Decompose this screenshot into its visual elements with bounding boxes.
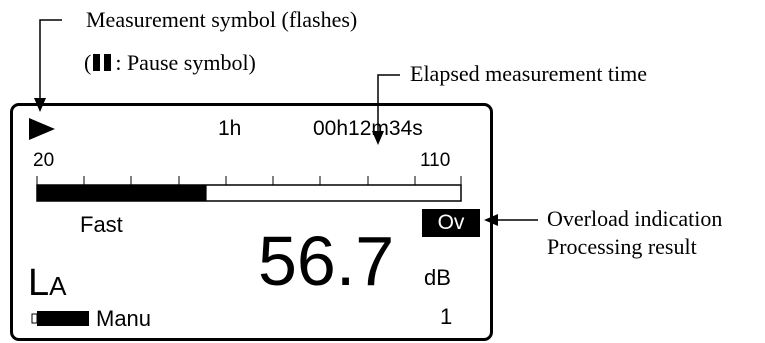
processing-result-callout: Processing result xyxy=(547,234,697,259)
range-mode: Manu xyxy=(96,306,152,331)
frequency-weighting-main: L xyxy=(28,262,50,304)
unit-label: dB xyxy=(424,265,451,290)
measurement-period: 1h xyxy=(218,117,242,140)
main-reading: 56.7 xyxy=(258,222,395,300)
bar-fill xyxy=(37,185,207,201)
pause-icon xyxy=(93,54,113,71)
level-bar-graph xyxy=(36,176,462,202)
overload-callout: Overload indication xyxy=(547,206,723,231)
elapsed-time-arrowhead xyxy=(372,131,384,145)
measurement-symbol-callout: Measurement symbol (flashes) xyxy=(86,7,358,32)
time-weighting: Fast xyxy=(80,212,123,237)
pause-callout-open: ( xyxy=(84,50,92,75)
pause-callout-text: : Pause symbol) xyxy=(115,50,256,75)
pause-symbol-callout: ( : Pause symbol) xyxy=(84,50,256,76)
overload-badge: Ov xyxy=(422,209,480,237)
scale-max-label: 110 xyxy=(420,150,451,171)
scale-min-label: 20 xyxy=(33,150,55,171)
frequency-weighting: LA xyxy=(28,263,66,311)
play-icon xyxy=(29,118,55,140)
elapsed-time-readout: 00h12m34s xyxy=(313,117,423,140)
frequency-weighting-sub: A xyxy=(49,271,67,301)
elapsed-time-callout: Elapsed measurement time xyxy=(410,61,648,86)
elapsed-time-leader xyxy=(377,74,400,136)
channel-number: 1 xyxy=(440,304,453,329)
battery-icon xyxy=(31,311,89,326)
measurement-symbol-leader xyxy=(39,19,62,103)
lcd-display-frame xyxy=(10,103,493,341)
